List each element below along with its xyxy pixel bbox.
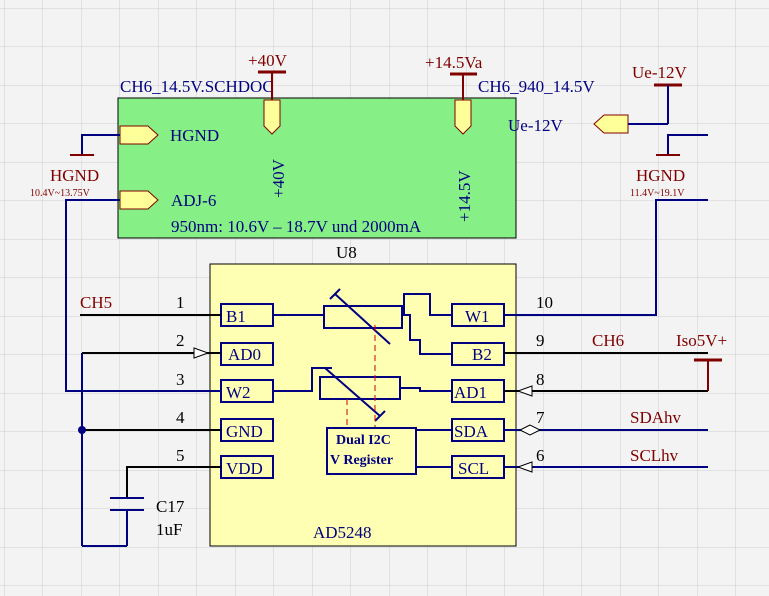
sheet-entry-14v-label: +14.5V	[455, 170, 474, 222]
power-iso5-label: Iso5V+	[676, 331, 727, 350]
range-left-label: 10.4V~13.75V	[30, 188, 91, 199]
power-40v-label: +40V	[248, 51, 288, 70]
pin-name-w2: W2	[226, 383, 251, 402]
sheet-entry-40v[interactable]	[263, 99, 281, 135]
pin8-arrow-icon	[516, 385, 533, 397]
chip-part: AD5248	[313, 523, 372, 542]
net-ch6-label: CH6	[592, 331, 624, 350]
register-label-2: V Register	[330, 453, 393, 468]
net-hgnd-right-label: HGND	[636, 166, 685, 185]
pin-name-ad1: AD1	[454, 383, 487, 402]
sheet-entry-hgnd-label: HGND	[170, 126, 219, 145]
net-ch5-label: CH5	[80, 293, 112, 312]
chip-designator: U8	[336, 243, 357, 262]
wire-hgnd-right	[667, 134, 708, 155]
wire-hgnd-left	[81, 134, 120, 155]
potentiometer-1-icon	[273, 288, 452, 355]
pin-num-9: 9	[536, 331, 545, 350]
range-right-label: 11.4V~19.1V	[630, 188, 685, 199]
pin-num-8: 8	[536, 370, 545, 389]
pin-name-w1: W1	[465, 307, 490, 326]
pin2-arrow-icon	[193, 347, 210, 359]
pin-name-b1: B1	[226, 307, 246, 326]
pin-num-3: 3	[176, 370, 185, 389]
net-sda-label: SDAhv	[630, 408, 682, 427]
pin-name-b2: B2	[472, 345, 492, 364]
chip-body[interactable]	[209, 263, 517, 547]
sheet-symbol[interactable]	[117, 97, 517, 239]
sheet-entry-adj[interactable]	[119, 190, 159, 210]
pin6-arrow-icon	[516, 461, 533, 473]
sheet-entry-hgnd[interactable]	[119, 125, 159, 145]
cap-designator: C17	[156, 497, 185, 516]
pin-num-10: 10	[536, 293, 553, 312]
sheet-entry-adj-label: ADJ-6	[171, 191, 216, 210]
wire-pin10	[504, 199, 708, 316]
pin-name-gnd: GND	[226, 422, 263, 441]
pin7-arrow-icon	[518, 424, 542, 436]
pin-num-6: 6	[536, 446, 545, 465]
pin-name-scl: SCL	[458, 459, 489, 478]
register-label-1: Dual I2C	[336, 433, 391, 448]
pin-name-sda: SDA	[454, 422, 489, 441]
pin-name-ad0: AD0	[228, 345, 261, 364]
left-pins: B1 AD0 W2 GND VDD 1 2 3 4 5	[176, 293, 274, 479]
wire-adj	[65, 199, 221, 392]
i2c-register-box[interactable]	[326, 427, 417, 475]
junction-dot	[78, 426, 86, 434]
potentiometer-2-icon	[273, 367, 452, 422]
sheet-entry-40v-label: +40V	[269, 158, 288, 198]
pin-num-7: 7	[536, 408, 545, 427]
power-ue-label: Ue-12V	[632, 63, 687, 82]
pin-num-5: 5	[176, 446, 185, 465]
power-14v-label: +14.5Va	[425, 53, 483, 72]
pin-name-vdd: VDD	[226, 459, 263, 478]
pin-num-4: 4	[176, 408, 185, 427]
pin-num-2: 2	[176, 331, 185, 350]
net-ch6-940-label: CH6_940_14.5V	[478, 77, 595, 96]
sheet-spec-text: 950nm: 10.6V – 18.7V und 2000mA	[171, 217, 422, 236]
sheet-entry-ue-label: Ue-12V	[508, 116, 563, 135]
capacitor-c17-icon	[110, 497, 144, 546]
cap-value: 1uF	[156, 520, 182, 539]
sheet-entry-14v[interactable]	[454, 99, 472, 135]
sheet-entry-ue[interactable]	[593, 114, 629, 134]
wire-pin5	[126, 466, 221, 498]
pin-num-1: 1	[176, 293, 185, 312]
net-hgnd-left-label: HGND	[50, 166, 99, 185]
sheet-filename: CH6_14.5V.SCHDOC	[120, 77, 274, 96]
net-scl-label: SCLhv	[630, 446, 679, 465]
